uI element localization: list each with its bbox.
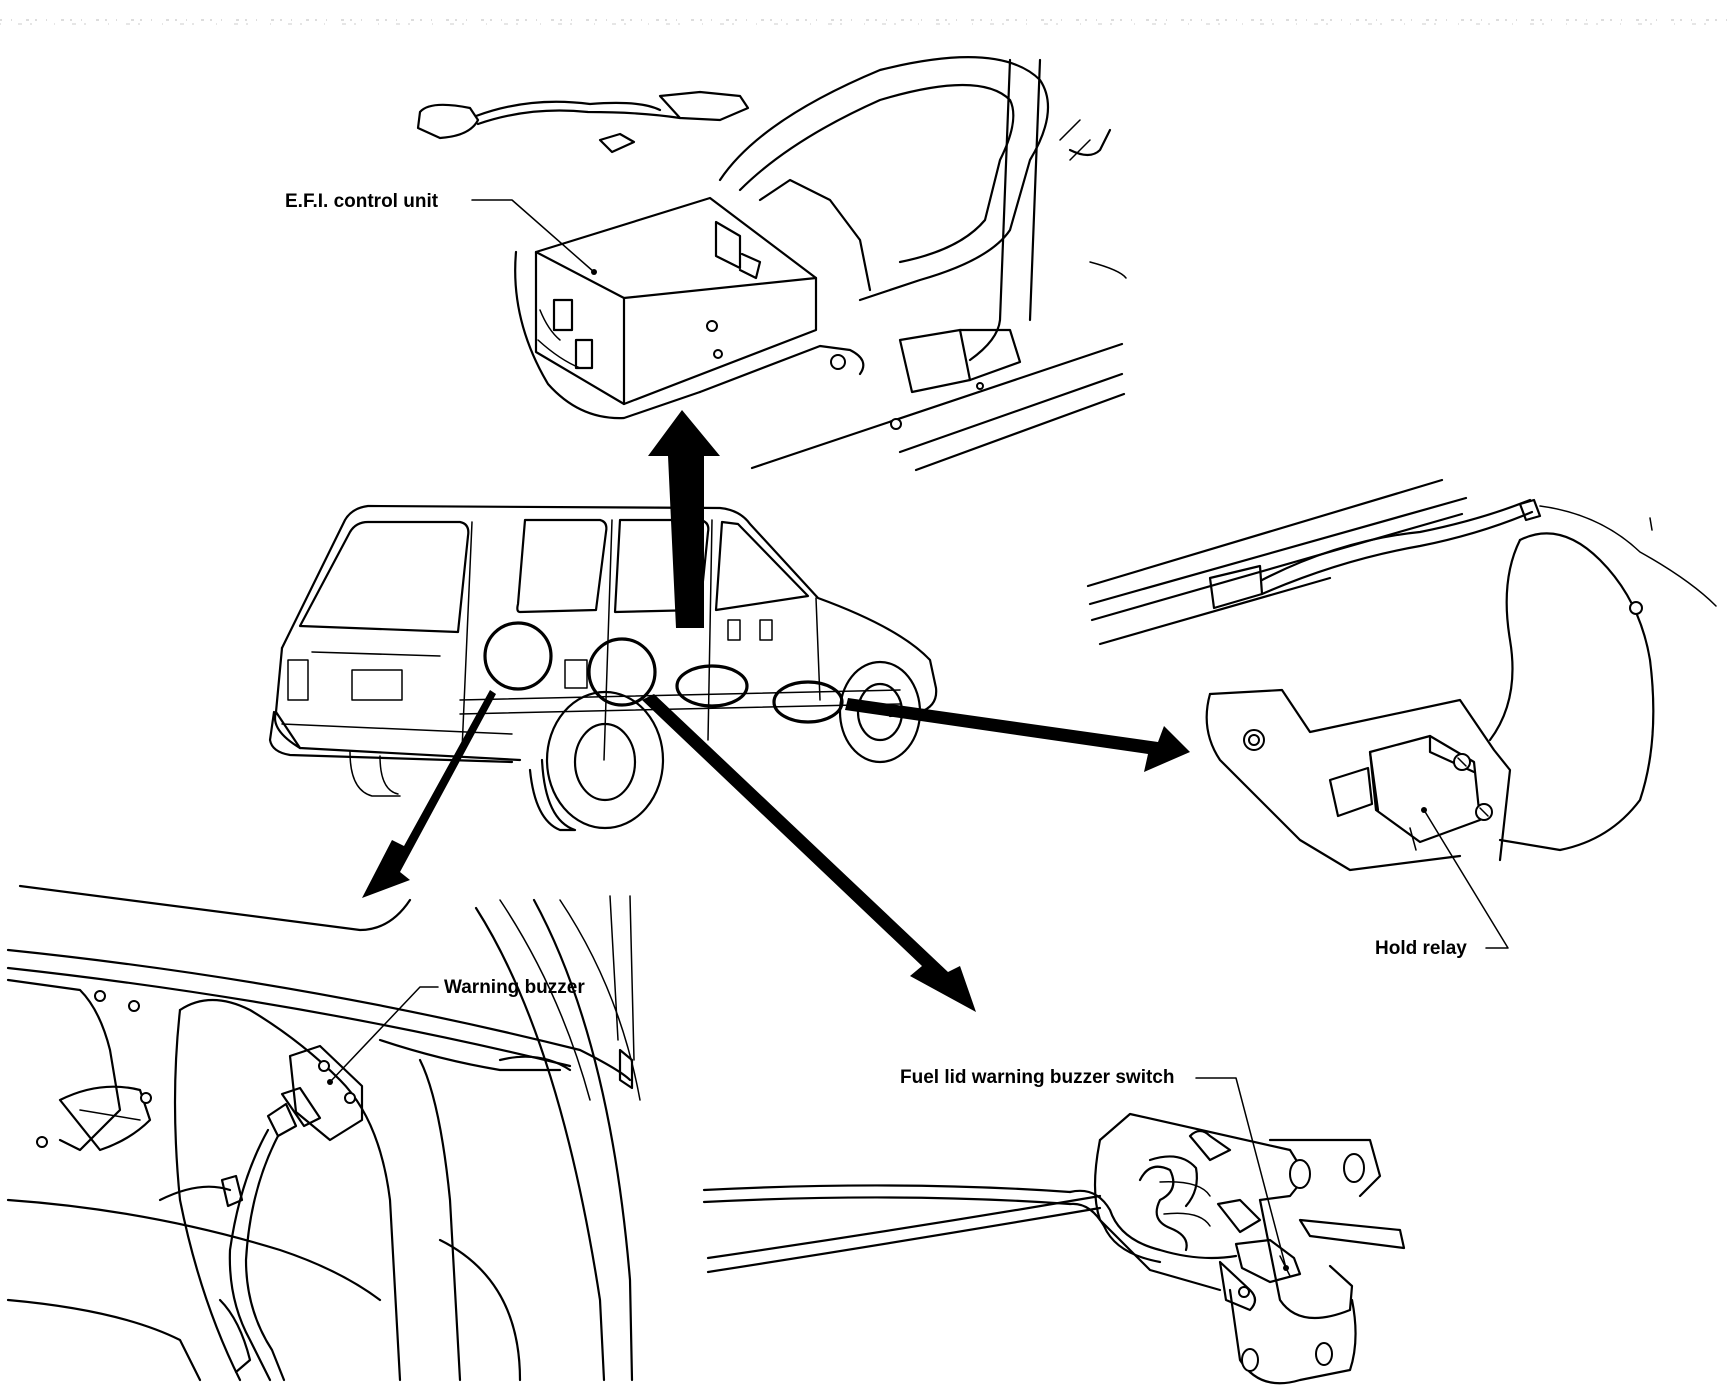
efi-label-group: E.F.I. control unit: [285, 191, 595, 273]
location-circle-icon: [483, 621, 553, 691]
warning-buzzer-label: Warning buzzer: [444, 977, 585, 998]
location-circle-icon: [675, 664, 749, 708]
location-circle-icon: [772, 680, 844, 724]
hold-relay-illustration: [1086, 478, 1717, 872]
scan-noise-strip: [0, 19, 1728, 25]
callout-arrow-icon: [362, 690, 496, 898]
warning-buzzer-illustration: [6, 884, 641, 1382]
hold-relay-label: Hold relay: [1375, 938, 1467, 959]
fuel-lid-switch-label-group: Fuel lid warning buzzer switch: [900, 1067, 1287, 1269]
efi-unit-illustration: [416, 56, 1127, 472]
efi-control-unit-label: E.F.I. control unit: [285, 191, 439, 212]
fuel-lid-warning-buzzer-switch-label: Fuel lid warning buzzer switch: [900, 1067, 1174, 1088]
callout-arrows: [362, 410, 1190, 1012]
vehicle-illustration: [268, 504, 938, 832]
warning-buzzer-label-group: Warning buzzer: [327, 977, 585, 1085]
callout-arrow-icon: [845, 698, 1190, 772]
callout-arrow-icon: [648, 410, 720, 628]
fuel-lid-switch-illustration: [702, 1112, 1406, 1385]
callout-arrow-icon: [642, 694, 976, 1012]
location-circle-icon: [587, 637, 657, 707]
hold-relay-label-group: Hold relay: [1375, 809, 1509, 959]
